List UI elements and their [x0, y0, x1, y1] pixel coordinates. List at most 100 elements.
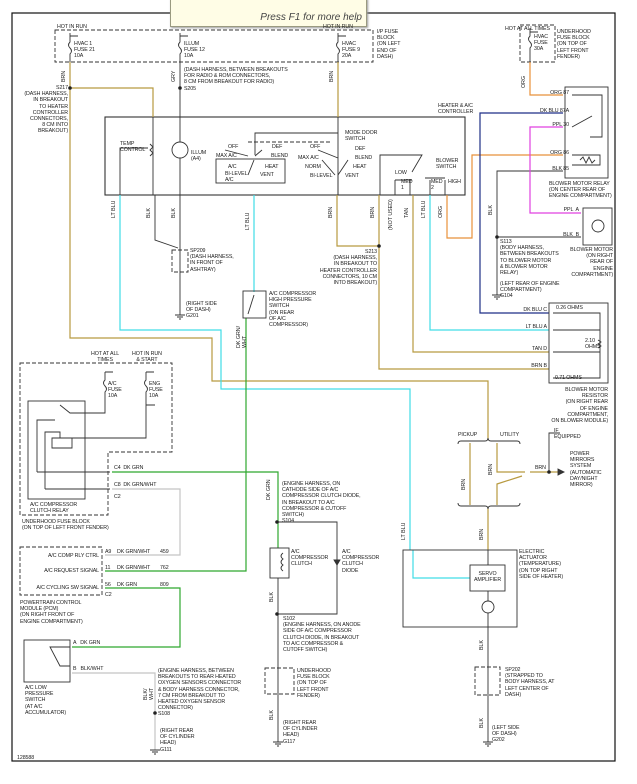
wire-label-lt-blu: LT BLU	[245, 212, 251, 230]
dk-blu-wire	[479, 112, 563, 314]
servo-amplifier-label: SERVO AMPLIFIER	[474, 571, 502, 584]
mirror-brn-label: BRN	[535, 465, 546, 471]
hp-switch-label: A/C COMPRESSOR HIGH PRESSURE SWITCH (ON …	[269, 291, 317, 329]
sp202-label: SP202 (STRAPPED TO BODY HARNESS, AT LEFT…	[505, 667, 555, 698]
hvac1-fuse-label: HVAC 1 FUSE 21 10A	[74, 41, 95, 60]
clutch-relay-label: A/C COMPRESSOR CLUTCH RELAY	[30, 502, 78, 515]
wire-label-blk: BLK	[171, 207, 177, 218]
pcm-pin-a9: A9	[105, 549, 112, 555]
pcm-label: POWERTRAIN CONTROL MODULE (PCM) (ON RIGH…	[20, 600, 83, 625]
help-tooltip: Press F1 for more help	[170, 0, 367, 27]
grn-wht-wires	[72, 488, 181, 750]
if-equipped-label: IF EQUIPPED	[554, 428, 581, 441]
resistor-internals	[553, 312, 602, 379]
wire-label-brn: BRN	[328, 206, 334, 218]
wire-label-brn: BRN	[479, 528, 485, 540]
wire-label-blk: BLK	[479, 717, 485, 728]
relay-pin-87: ORG 87	[550, 90, 569, 96]
pcm-signal-comp-rly: A/C COMP RLY CTRL	[48, 553, 99, 559]
relay-pin-leads	[37, 471, 110, 490]
electric-actuator-box	[402, 549, 518, 628]
heater-ac-controller-box	[104, 116, 466, 196]
resistor-pin-a: LT BLU A	[525, 324, 547, 330]
relay-internals	[571, 94, 603, 166]
sw2-bilevel: BI-LEVEL	[310, 173, 333, 179]
sw2-max-ac: MAX A/C	[298, 155, 319, 161]
blower-high: HIGH	[448, 179, 461, 185]
wire-label-lt-blu: LT BLU	[401, 522, 407, 540]
actuator-motor-icon	[481, 600, 495, 614]
eng-fuse-label: ENG FUSE 10A	[149, 381, 163, 400]
relay-pin-85: BLK 85	[552, 166, 569, 172]
resistor-026-label: 0.26 OHMS	[556, 305, 583, 311]
blower-low: LOW	[395, 170, 407, 176]
ppl-wire	[529, 126, 581, 214]
controller-title: HEATER & A/C CONTROLLER	[438, 103, 474, 116]
pickup-utility-brace	[457, 437, 521, 510]
clutch-fuse-block-label: UNDERHOOD FUSE BLOCK (ON TOP OF LEFT FRO…	[297, 668, 331, 699]
wire-label-blk: BLK	[488, 204, 494, 215]
clutch-coil-icon	[280, 552, 284, 572]
blk-wires	[154, 62, 581, 742]
motor-pin-a: PPL A	[563, 207, 580, 213]
mirror-arrow-icon	[557, 468, 566, 476]
fuse-symbols	[68, 28, 538, 439]
pcm-wire-809: DK GRN	[117, 582, 138, 588]
pcm-pin-11: 11	[105, 565, 111, 571]
sw2-heat: HEAT	[353, 164, 367, 170]
g111-label: (RIGHT REAR OF CYLINDER HEAD) G111	[160, 728, 195, 753]
low-pressure-switch-label: A/C LOW PRESSURE SWITCH (AT A/C ACCUMULA…	[25, 685, 66, 716]
sw1-heat: HEAT	[265, 164, 279, 170]
utility-label: UTILITY	[500, 432, 520, 438]
sw2-off: OFF	[310, 144, 321, 150]
g104-label: (LEFT REAR OF ENGINE COMPARTMENT) G104	[500, 281, 560, 300]
underhood-fuse-block-label: UNDERHOOD FUSE BLOCK (ON TOP OF LEFT FRO…	[557, 29, 591, 60]
sw2-blend: BLEND	[355, 155, 373, 161]
wire-label-brn: BRN	[370, 206, 376, 218]
sw1-ac: A/C	[228, 164, 237, 170]
low-switch-pin-b: B BLK/WHT	[73, 666, 104, 672]
hvac-30a-fuse-label: HVAC FUSE 30A	[534, 34, 548, 53]
hot-in-run-start-label: HOT IN RUN & START	[132, 351, 162, 364]
electric-actuator-label: ELECTRIC ACTUATOR (TEMPERATURE) (ON TOP …	[519, 549, 564, 580]
compressor-clutch-box	[269, 547, 290, 579]
blower-med1: MED 1	[401, 179, 413, 192]
diode-loop	[277, 521, 338, 615]
pickup-label: PICKUP	[458, 432, 478, 438]
c8-dk-grn-wht-label: C8 DK GRN/WHT	[114, 482, 157, 488]
wire-label-not-used: (NOT USED)	[388, 199, 394, 230]
controller-internals	[119, 117, 446, 195]
ip-fuse-block-label: I/P FUSE BLOCK (ON LEFT END OF DASH)	[377, 29, 401, 60]
pcm-circuit-809: 809	[160, 582, 169, 588]
resistor-pin-c: DK BLU C	[523, 307, 547, 313]
g117-label: (RIGHT REAR OF CYLINDER HEAD) G117	[283, 720, 318, 745]
sw1-bilevel: BI-LEVEL A/C	[225, 171, 248, 184]
power-mirrors-label: POWER MIRRORS SYSTEM (AUTOMATIC DAY/NIGH…	[570, 451, 602, 489]
wire-label-blk: BLK	[479, 639, 485, 650]
switch-arm	[247, 294, 255, 315]
sp209-label: SP209 (DASH HARNESS, IN FRONT OF ASHTRAY…	[190, 248, 234, 273]
wire-label-brn: BRN	[488, 463, 494, 475]
lt-blu-wires	[119, 195, 549, 579]
g202-label: (LEFT SIDE OF DASH) G202	[492, 725, 520, 744]
wire-label-blk: BLK	[269, 709, 275, 720]
wire-label-org: ORG	[438, 205, 444, 218]
pcm-wire-459: DK GRN/WHT	[117, 549, 151, 555]
tooltip-text: Press F1 for more help	[260, 12, 362, 23]
pcm-pin-56: 56	[105, 582, 111, 588]
s113-label: S113 (BODY HARNESS, BETWEEN BREAKOUTS TO…	[500, 239, 559, 277]
clutch-diode-label: A/C COMPRESSOR CLUTCH DIODE	[342, 549, 380, 574]
c4-dk-grn-label: C4 DK GRN	[114, 465, 144, 471]
temp-control-label: TEMP CONTROL	[120, 141, 146, 154]
relay-pin-30: PPL 30	[552, 122, 569, 128]
s102-label: S102 (ENGINE HARNESS, ON ANODE SIDE OF A…	[283, 616, 361, 654]
blower-motor-box	[582, 207, 613, 246]
blower-relay-box	[564, 86, 609, 179]
illum-fuse-label: ILLUM FUSE 12 10A	[184, 41, 205, 60]
brn-wires	[69, 62, 558, 550]
wire-label-blk: BLK	[269, 591, 275, 602]
s213-label: S213 (DASH HARNESS, IN BREAKOUT TO HEATE…	[319, 249, 377, 287]
clutch-relay-internals	[36, 404, 88, 489]
ac-fuse-label: A/C FUSE 10A	[108, 381, 122, 400]
